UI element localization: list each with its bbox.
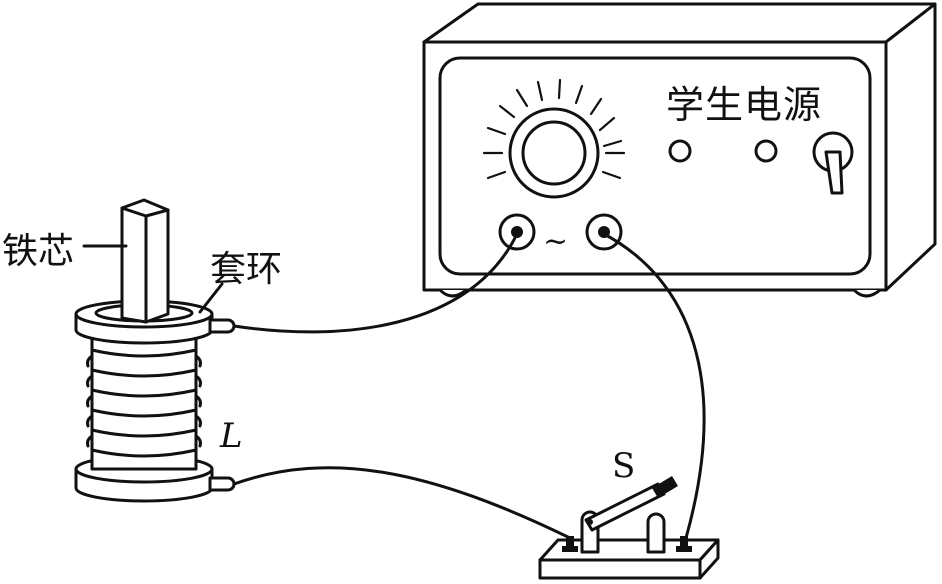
coil-windings — [86, 348, 202, 458]
indicator-hole-left — [668, 139, 692, 163]
wires — [82, 232, 706, 540]
coil-assembly — [74, 299, 236, 503]
ac-symbol-label: ~ — [543, 224, 569, 259]
dial-knob-icon — [482, 78, 626, 199]
wire-coil-bottom-to-switch — [232, 466, 572, 540]
iron-core-label: 铁芯 — [2, 231, 75, 272]
indicator-hole-right — [754, 139, 778, 163]
wire-coil-top-to-supply — [232, 232, 519, 334]
switch-label: S — [612, 446, 636, 486]
power-supply-label: 学生电源 — [666, 83, 823, 127]
ring-label: 套环 — [210, 249, 283, 290]
iron-core — [120, 198, 170, 324]
toggle-switch-icon[interactable] — [812, 131, 854, 195]
leader-ring — [198, 282, 224, 314]
ac-terminal-left[interactable] — [498, 213, 536, 251]
knife-switch[interactable] — [538, 476, 720, 580]
wire-supply-to-switch — [602, 232, 706, 540]
ac-terminal-right[interactable] — [585, 213, 623, 251]
coil-label: L — [220, 416, 243, 456]
power-supply-box — [422, 2, 937, 298]
